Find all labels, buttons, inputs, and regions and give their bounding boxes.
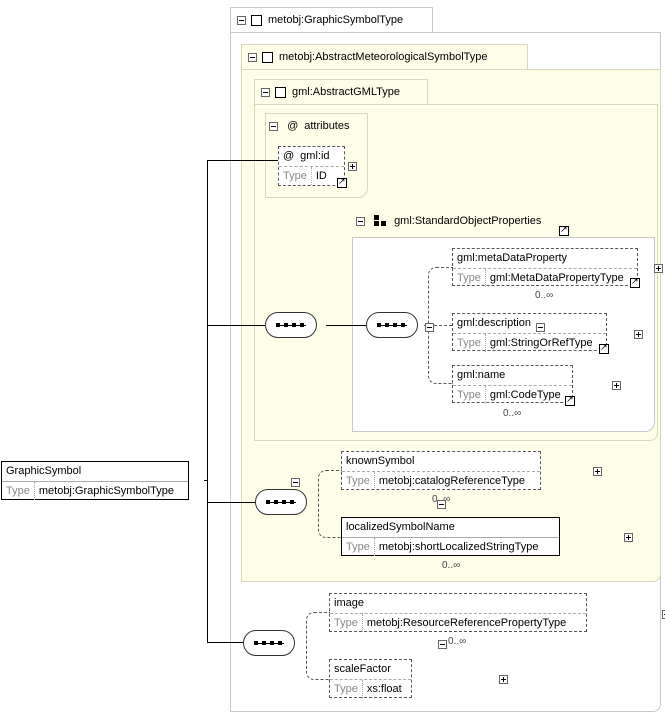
graphic-symbol-type: metobj:GraphicSymbolType (38, 485, 174, 497)
expand-icon[interactable] (634, 329, 644, 339)
graphic-symbol-type-label: metobj:GraphicSymbolType (268, 14, 404, 26)
reference-arrow-icon[interactable] (630, 276, 640, 288)
collapse-icon[interactable] (437, 639, 447, 649)
connector-line (207, 642, 243, 643)
meta-data-property-type: gml:MetaDataPropertyType (489, 272, 624, 284)
expand-icon[interactable] (593, 466, 603, 476)
connector-line (207, 502, 255, 503)
type-label: Type (453, 334, 486, 352)
type-label: Type (2, 482, 35, 500)
type-label: Type (330, 614, 363, 632)
known-symbol-name: knownSymbol (342, 452, 540, 472)
type-label: Type (453, 386, 486, 404)
complex-type-icon (251, 14, 262, 26)
collapse-icon[interactable] (261, 87, 270, 97)
cardinality-label: 0..∞ (432, 494, 450, 505)
gml-id-name: gml:id (300, 150, 330, 162)
cardinality-label: 0..∞ (535, 290, 554, 301)
branch-connector (424, 325, 452, 326)
branch-connector (318, 470, 342, 538)
connector-line (204, 480, 208, 481)
type-label: Type (342, 472, 375, 490)
expand-icon[interactable] (499, 674, 509, 684)
type-label: Type (279, 167, 312, 185)
collapse-icon[interactable] (535, 322, 545, 332)
connector-line (207, 160, 208, 642)
reference-arrow-icon[interactable] (559, 224, 569, 236)
image-name: image (330, 594, 586, 614)
known-symbol-type: metobj:catalogReferenceType (378, 475, 526, 487)
scale-factor-type: xs:float (366, 683, 402, 695)
image-type: metobj:ResourceReferencePropertyType (366, 617, 567, 629)
cardinality-label: 0..∞ (442, 560, 461, 571)
connector-line (326, 325, 366, 326)
standard-object-properties-label: gml:StandardObjectProperties (394, 215, 542, 227)
expand-icon[interactable] (612, 380, 622, 390)
branch-connector (306, 612, 330, 680)
reference-arrow-icon[interactable] (565, 394, 575, 406)
collapse-icon[interactable] (424, 322, 434, 332)
expand-icon[interactable] (654, 263, 664, 273)
complex-type-icon (262, 51, 273, 63)
expand-icon[interactable] (624, 532, 634, 542)
standard-object-properties-header[interactable]: gml:StandardObjectProperties (356, 215, 541, 227)
attributes-header[interactable]: @ attributes (269, 120, 349, 132)
localized-symbol-name-name: localizedSymbolName (342, 518, 559, 538)
collapse-icon[interactable] (436, 499, 446, 509)
sequence-icon[interactable] (265, 312, 317, 338)
collapse-icon[interactable] (269, 121, 278, 131)
attribute-group-icon (374, 215, 388, 227)
sequence-icon[interactable] (255, 489, 307, 515)
attribute-at-icon: @ (283, 150, 295, 162)
abstract-met-symbol-type-tab[interactable]: metobj:AbstractMeteorologicalSymbolType (241, 44, 528, 70)
collapse-icon[interactable] (290, 477, 300, 487)
complex-type-icon (275, 86, 286, 98)
collapse-icon[interactable] (248, 52, 257, 62)
graphic-symbol-name: GraphicSymbol (2, 462, 188, 482)
sequence-icon[interactable] (366, 312, 418, 338)
type-label: Type (342, 538, 375, 556)
abstract-gml-type-tab[interactable]: gml:AbstractGMLType (254, 79, 428, 105)
description-type: gml:StringOrRefType (489, 337, 593, 349)
attributes-label: attributes (304, 120, 350, 132)
abstract-met-symbol-type-label: metobj:AbstractMeteorologicalSymbolType (279, 51, 488, 63)
sequence-icon[interactable] (243, 630, 295, 656)
meta-data-property-name: gml:metaDataProperty (453, 249, 637, 269)
gml-name-name: gml:name (453, 366, 572, 386)
cardinality-label: 0..∞ (503, 408, 522, 419)
reference-arrow-icon[interactable] (599, 342, 609, 354)
collapse-icon[interactable] (237, 15, 246, 25)
connector-line (207, 325, 265, 326)
scale-factor-name: scaleFactor (330, 660, 411, 680)
gml-name-type: gml:CodeType (489, 389, 561, 401)
reference-arrow-icon[interactable] (337, 176, 347, 188)
cardinality-label: 0..∞ (448, 636, 467, 647)
abstract-gml-type-label: gml:AbstractGMLType (292, 86, 400, 98)
attribute-group-icon: @ (287, 120, 299, 132)
type-label: Type (330, 680, 363, 698)
localized-symbol-name-type: metobj:shortLocalizedStringType (378, 541, 539, 553)
graphic-symbol-type-tab[interactable]: metobj:GraphicSymbolType (230, 7, 433, 33)
type-label: Type (453, 269, 486, 287)
connector-line (207, 160, 278, 161)
description-name: gml:description (453, 314, 606, 334)
collapse-icon[interactable] (356, 216, 365, 226)
expand-icon[interactable] (348, 161, 357, 171)
gml-id-type: ID (315, 170, 327, 182)
